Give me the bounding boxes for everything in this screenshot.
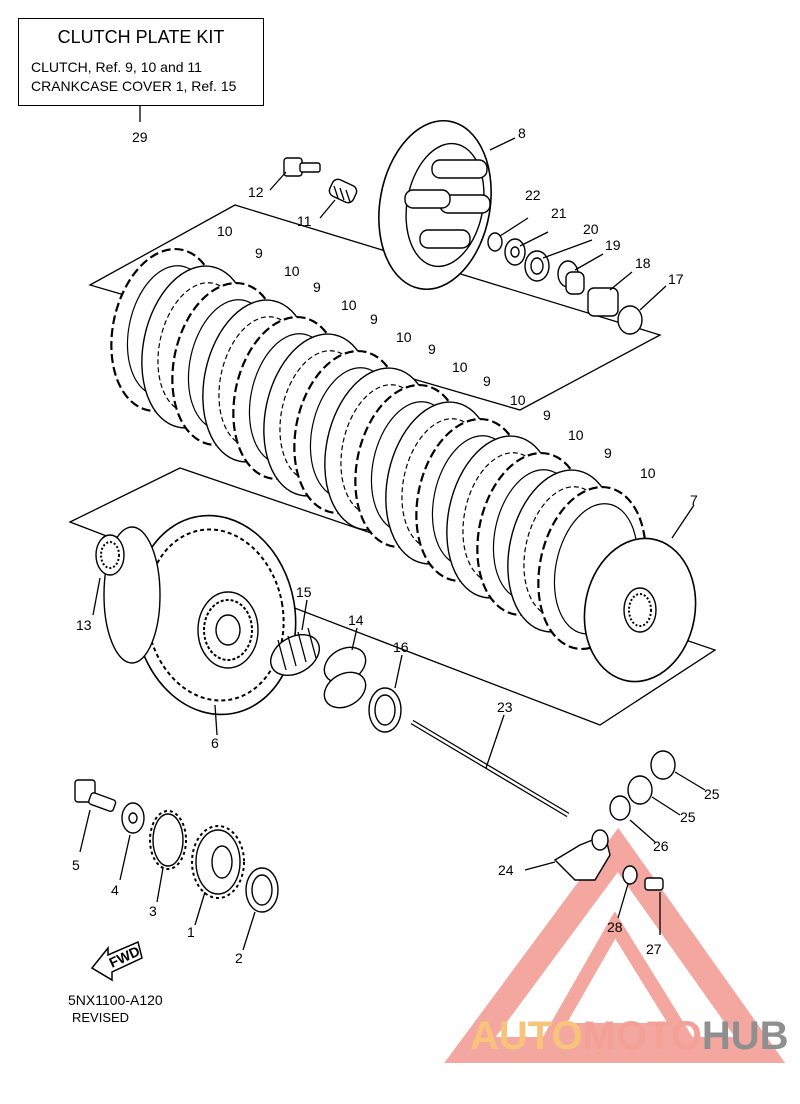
push-lever-shaft	[553, 829, 611, 881]
ref-1: 1	[187, 924, 195, 940]
clutch-bolt	[283, 157, 321, 177]
ref-22: 22	[525, 187, 541, 203]
ref-9c: 9	[370, 311, 378, 327]
ref-9g: 9	[604, 445, 612, 461]
clutch-spring	[328, 178, 358, 204]
plate-pack-bracket-lower	[68, 467, 717, 726]
kit-title: CLUTCH PLATE KIT	[57, 27, 225, 47]
needle-bearing-small	[627, 775, 653, 805]
ref-24: 24	[498, 862, 514, 878]
watermark-auto: AUTO	[470, 1014, 583, 1058]
ref-10b: 10	[284, 263, 300, 279]
ref-9d: 9	[428, 341, 436, 357]
clutch-housing	[103, 514, 297, 716]
pressure-plate	[378, 119, 492, 291]
circlip	[487, 232, 503, 252]
ref-28: 28	[607, 919, 623, 935]
screw	[644, 877, 664, 891]
watermark-brand: AUTOMOTOHUB	[470, 1014, 789, 1059]
fwd-arrow-icon: FWD	[90, 940, 143, 982]
ref-12: 12	[248, 184, 264, 200]
bearing	[524, 250, 550, 282]
ref-9a: 9	[255, 245, 263, 261]
ref-5: 5	[72, 857, 80, 873]
primary-drive-bolt	[74, 779, 117, 813]
bearing-ring	[245, 867, 279, 913]
ref-29: 29	[132, 129, 148, 145]
collar	[622, 865, 638, 885]
ref-10h: 10	[640, 465, 656, 481]
ref-11: 11	[297, 213, 312, 229]
ref-10a: 10	[217, 223, 233, 239]
ref-15: 15	[296, 584, 312, 600]
push-rod	[557, 260, 585, 295]
washer	[504, 238, 526, 266]
friction-and-steel-plates	[110, 247, 647, 651]
oil-seal	[609, 795, 631, 821]
ref-25b: 25	[680, 809, 696, 825]
spacer-sleeve	[323, 646, 367, 709]
watermark-hub: HUB	[701, 1014, 789, 1058]
clutch-boss	[583, 537, 697, 683]
ref-20: 20	[583, 221, 599, 237]
ref-13: 13	[76, 617, 92, 633]
lock-washer	[617, 305, 643, 335]
ref-7: 7	[690, 492, 698, 508]
ref-21: 21	[551, 205, 567, 221]
ref-27: 27	[646, 941, 662, 957]
ref-9f: 9	[543, 407, 551, 423]
ref-10e: 10	[452, 359, 468, 375]
clutch-plate-kit-box: CLUTCH PLATE KIT CLUTCH, Ref. 9, 10 and …	[18, 18, 264, 106]
ref-10f: 10	[510, 392, 526, 408]
ref-23: 23	[497, 699, 513, 715]
spacer-washer	[368, 687, 402, 733]
watermark-triangle-logo	[444, 827, 786, 1063]
primary-drive-washer	[121, 802, 145, 834]
diagram-code: 5NX1100-A120	[68, 992, 163, 1008]
ref-4: 4	[111, 882, 119, 898]
ref-25a: 25	[704, 786, 720, 802]
ref-6: 6	[211, 735, 219, 751]
ref-3: 3	[149, 903, 157, 919]
needle-bearing-small-2	[650, 750, 676, 780]
push-rod-long	[410, 719, 570, 818]
ref-10c: 10	[341, 297, 357, 313]
ref-14: 14	[348, 612, 364, 628]
thrust-washer	[95, 534, 125, 576]
kit-line-clutch: CLUTCH, Ref. 9, 10 and 11	[31, 59, 202, 75]
ref-9e: 9	[483, 373, 491, 389]
revised-label: REVISED	[72, 1010, 130, 1025]
ref-18: 18	[635, 255, 651, 271]
ref-19: 19	[605, 237, 621, 253]
nut	[587, 287, 619, 317]
ref-8: 8	[518, 125, 526, 141]
ref-26: 26	[653, 838, 669, 854]
ref-9b: 9	[313, 279, 321, 295]
drive-gear-large	[191, 825, 245, 899]
ref-17: 17	[668, 271, 684, 287]
ref-16: 16	[393, 639, 409, 655]
ref-10g: 10	[568, 427, 584, 443]
kit-line-crankcase: CRANKCASE COVER 1, Ref. 15	[31, 78, 237, 94]
needle-bearing	[270, 627, 320, 676]
watermark-moto: MOTO	[582, 1014, 702, 1058]
ref-2: 2	[235, 950, 243, 966]
drive-gear-small	[149, 810, 187, 870]
ref-10d: 10	[396, 329, 412, 345]
